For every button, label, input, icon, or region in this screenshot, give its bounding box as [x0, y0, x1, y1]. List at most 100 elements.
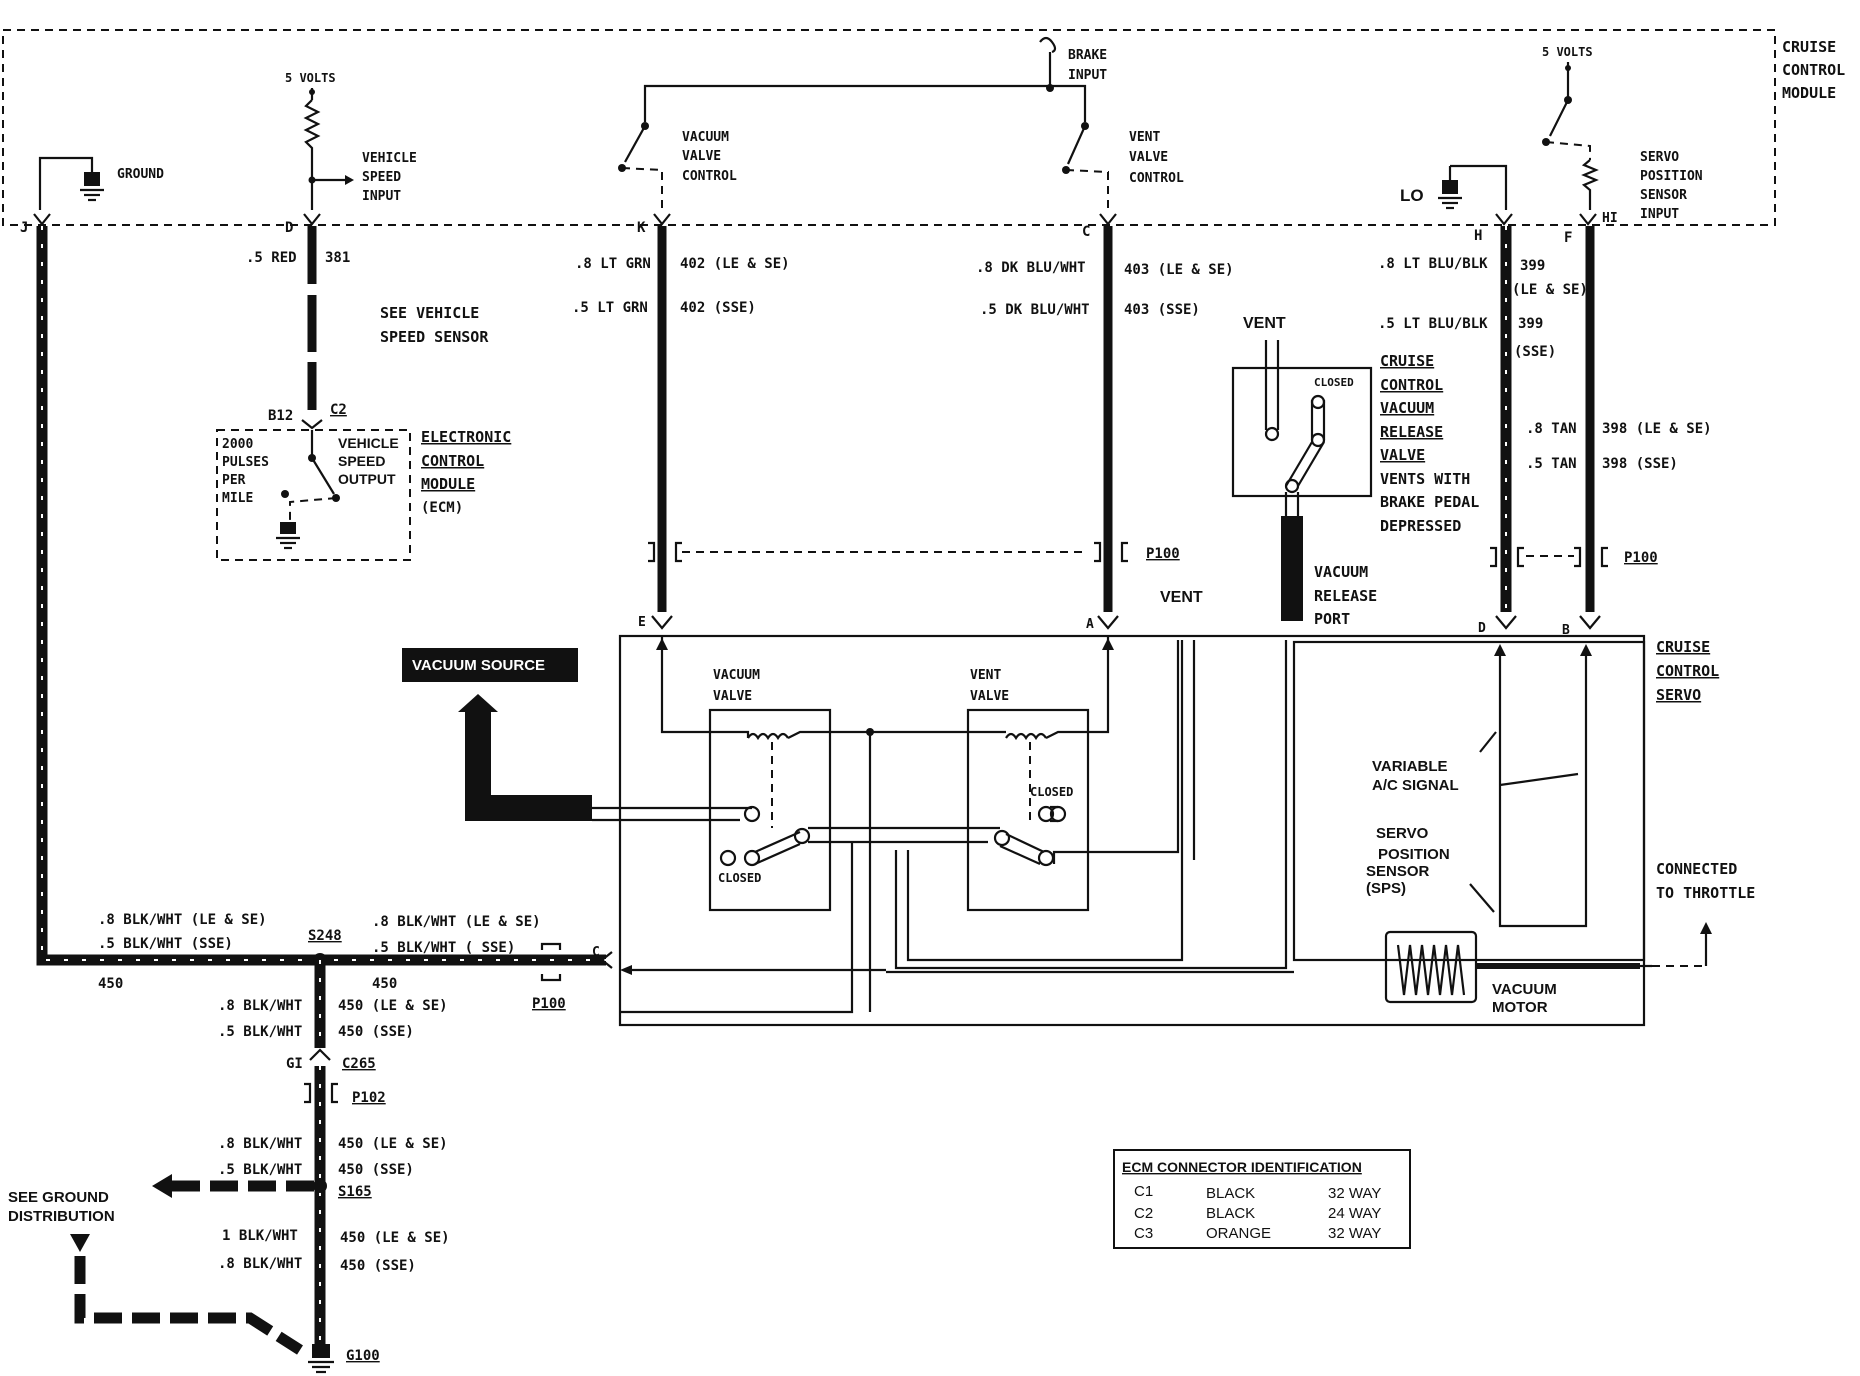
brake-input-circuit: [618, 36, 1109, 210]
ecm-table-row-1-color: BLACK: [1206, 1185, 1255, 1202]
ground-left-num: 450: [98, 976, 123, 992]
ecm-name-3: MODULE: [421, 475, 475, 493]
see-vss-label-1: SEE VEHICLE: [380, 304, 479, 322]
cruise-control-module-box: [2, 29, 1776, 226]
servo-right-box: [1292, 640, 1646, 962]
pin-C: C: [1082, 224, 1090, 240]
p102-connector: [304, 1082, 338, 1104]
release-valve-label-8: DEPRESSED: [1380, 517, 1461, 535]
vacuum-valve-box: [708, 708, 832, 912]
release-valve-label-5: VALVE: [1380, 446, 1425, 464]
ecm-table-row-2-id: C2: [1134, 1205, 1153, 1222]
vacuum-source-badge: [402, 648, 578, 682]
connector-gi: GI: [286, 1056, 303, 1072]
sps-input-label-3: SENSOR: [1640, 188, 1687, 203]
ecm-table-row-2-color: BLACK: [1206, 1205, 1255, 1222]
vacuum-valve-control-label-3: CONTROL: [682, 169, 737, 184]
vacuum-motor-label-2: MOTOR: [1492, 999, 1548, 1016]
p100-label-a: P100: [1146, 546, 1180, 562]
brake-input-label-2: INPUT: [1068, 68, 1107, 83]
ecm-output-3: OUTPUT: [338, 471, 396, 487]
lo-label: LO: [1400, 186, 1424, 205]
vent-valve-control-label-2: VALVE: [1129, 150, 1168, 165]
ecm-table-row-3-id: C3: [1134, 1225, 1153, 1242]
vacuum-release-port-2: RELEASE: [1314, 587, 1377, 605]
wire-450-pin-J: [36, 226, 606, 966]
sps-label-4: (SPS): [1366, 880, 1406, 897]
release-valve-label-7: BRAKE PEDAL: [1380, 493, 1479, 511]
splice-s165: S165: [338, 1184, 372, 1200]
ecm-connector-table: [1113, 1149, 1411, 1249]
sps-input-label-2: POSITION: [1640, 169, 1703, 184]
ecm-name-2: CONTROL: [421, 452, 484, 470]
vent-valve-control-label-1: VENT: [1129, 130, 1160, 145]
module-connector-chevrons: [33, 213, 1597, 226]
ground-distribution-path: [70, 1234, 303, 1355]
module-ground-label: GROUND: [117, 167, 164, 182]
release-valve-label-4: RELEASE: [1380, 423, 1443, 441]
sps-label-2: POSITION: [1378, 846, 1450, 863]
wire-c-circuit-1: 403 (LE & SE): [1124, 262, 1234, 278]
wire-f-circuit-1: 398 (LE & SE): [1602, 421, 1712, 437]
servo-pin-D: D: [1478, 621, 1486, 636]
ground-v2-circ-1: 450 (LE & SE): [338, 1136, 448, 1152]
servo-pin-C: C: [592, 945, 600, 960]
wire-f-color-2: .5 TAN: [1526, 456, 1577, 472]
pin-K: K: [637, 220, 646, 236]
throttle-label-2: TO THROTTLE: [1656, 884, 1755, 902]
closed-label-vacuum: CLOSED: [718, 871, 761, 885]
see-ground-2: DISTRIBUTION: [8, 1208, 115, 1225]
wire-c-color-2: .5 DK BLU/WHT: [980, 302, 1090, 318]
wire-h-circuit-2b: (SSE): [1514, 344, 1556, 360]
release-valve-internals: [1264, 340, 1326, 621]
servo-title-2: CONTROL: [1656, 662, 1719, 680]
ecm-table-row-1-id: C1: [1134, 1183, 1153, 1200]
p100-lower-connector: [540, 942, 562, 982]
vacuum-valve-control-label-1: VACUUM: [682, 130, 729, 145]
sps-label-1: SERVO: [1376, 825, 1429, 842]
five-volts-left-label: 5 VOLTS: [285, 71, 336, 85]
ecm-table-row-3-size: 32 WAY: [1328, 1225, 1381, 1242]
sps-label-3: SENSOR: [1366, 863, 1430, 880]
five-volts-right-label: 5 VOLTS: [1542, 45, 1593, 59]
ground-v3-color-1: 1 BLK/WHT: [222, 1228, 298, 1244]
module-ground-symbol: [38, 156, 104, 210]
ground-v1-color-2: .5 BLK/WHT: [218, 1024, 302, 1040]
ground-right-1: .8 BLK/WHT (LE & SE): [372, 914, 541, 930]
wire-c-color-1: .8 DK BLU/WHT: [976, 260, 1086, 276]
ground-v2-circ-2: 450 (SSE): [338, 1162, 414, 1178]
servo-pin-E: E: [638, 615, 646, 630]
module-title-3: MODULE: [1782, 84, 1836, 102]
wire-h-circuit-2a: 399: [1518, 316, 1543, 332]
vacuum-valve-control-label-2: VALVE: [682, 149, 721, 164]
vss-input-label-1: VEHICLE: [362, 151, 417, 166]
ecm-name-4: (ECM): [421, 500, 463, 516]
module-title-2: CONTROL: [1782, 61, 1845, 79]
vacuum-source-label: VACUUM SOURCE: [412, 657, 545, 674]
servo-pin-B: B: [1562, 623, 1570, 638]
ecm-connector-chevron: [301, 419, 323, 430]
wire-k-color-2: .5 LT GRN: [572, 300, 648, 316]
ecm-pulses-4: MILE: [222, 491, 253, 506]
release-valve-label-6: VENTS WITH: [1380, 470, 1470, 488]
ground-right-2: .5 BLK/WHT ( SSE): [372, 940, 515, 956]
lo-ground-symbol: [1438, 166, 1462, 210]
servo-connector-chevrons: [651, 615, 1601, 630]
vacuum-valve-label-1: VACUUM: [713, 668, 760, 683]
throttle-label-1: CONNECTED: [1656, 860, 1737, 878]
see-vss-label-2: SPEED SENSOR: [380, 328, 489, 346]
ecm-output-2: SPEED: [338, 453, 385, 469]
ground-v3-circ-2: 450 (SSE): [340, 1258, 416, 1274]
variable-ac-label-1: VARIABLE: [1372, 758, 1448, 775]
wire-f-circuit-2: 398 (SSE): [1602, 456, 1678, 472]
see-ground-1: SEE GROUND: [8, 1189, 109, 1206]
wire-k-circuit-2: 402 (SSE): [680, 300, 756, 316]
ground-v3-circ-1: 450 (LE & SE): [340, 1230, 450, 1246]
vent-valve-box: [966, 708, 1090, 912]
ground-left-2: .5 BLK/WHT (SSE): [98, 936, 233, 952]
vacuum-release-port-3: PORT: [1314, 610, 1350, 628]
pin-J: J: [20, 220, 28, 236]
release-valve-closed: CLOSED: [1314, 376, 1354, 389]
release-valve-label-2: CONTROL: [1380, 376, 1443, 394]
ecm-pulses-2: PULSES: [222, 455, 269, 470]
